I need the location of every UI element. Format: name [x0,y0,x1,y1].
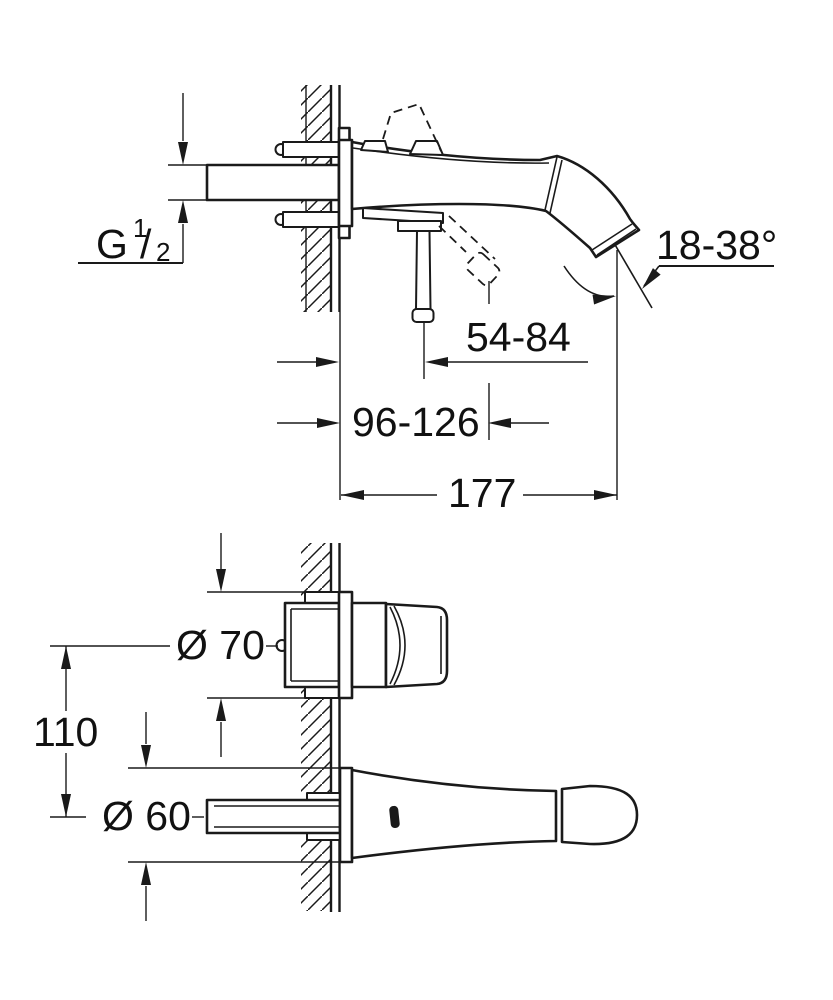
spout-angle-label: 18-38° [656,222,777,268]
front-view: Ø 70 110 [33,533,639,921]
supply-pipe-side [205,141,341,228]
thread-size-slash: / [140,221,152,267]
dim-center-distance: 110 [33,646,98,818]
lever-handle-side [362,207,444,323]
wall-to-lever-label: 54-84 [466,314,571,360]
dim-spout-projection: 177 [341,470,617,516]
dim-thread-size: G 1 / 2 [78,93,206,267]
dim-wall-to-lever-tip: 96-126 [277,399,549,445]
center-distance-label: 110 [33,709,98,755]
brand-logo-mark [389,805,400,828]
spout-projection-label: 177 [448,470,516,516]
spout-front [205,766,639,864]
wall-to-lever-tip-label: 96-126 [352,399,480,445]
side-view: G 1 / 2 18-38° 54-84 [78,85,777,516]
dim-wall-to-lever: 54-84 [277,314,588,367]
dim-handle-escutcheon: Ø 70 [50,533,339,757]
wall-plate-side [337,126,354,240]
dim-spout-escutcheon: Ø 60 [102,712,339,921]
handle-assembly-front [275,590,449,700]
lever-range-dashed [382,102,501,287]
spout-side [350,140,641,259]
thread-size-denominator: 2 [156,237,170,267]
dim-spout-angle: 18-38° [563,222,777,309]
thread-size-letter: G [96,221,128,267]
spout-escutcheon-label: Ø 60 [102,793,191,839]
thread-size-numerator: 1 [133,213,147,243]
handle-escutcheon-label: Ø 70 [176,622,265,668]
